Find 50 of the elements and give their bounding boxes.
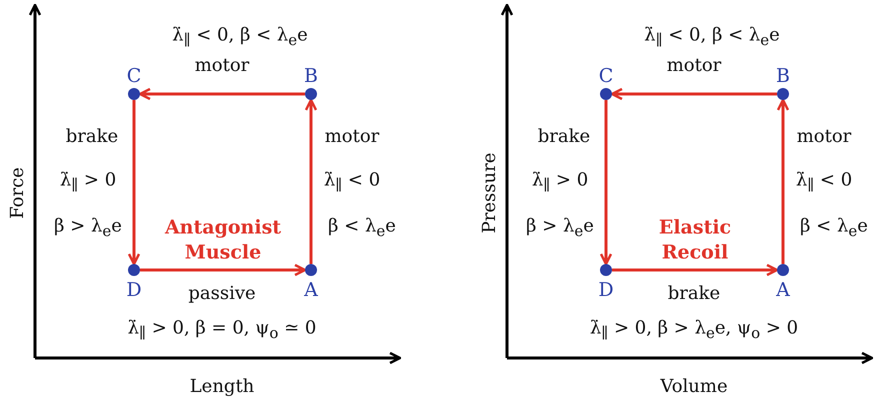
condition-formula: λ̇$_{∥}$ < 0, β < λ$_{e}$e xyxy=(172,25,308,49)
condition-formula: β > λ$_{e}$e xyxy=(526,216,594,240)
condition-formula: λ̇$_{∥}$ > 0 xyxy=(60,170,116,194)
edge-label: motor xyxy=(324,127,380,147)
point-dot xyxy=(600,88,612,100)
point-letter: C xyxy=(126,65,142,87)
point-dot xyxy=(128,88,140,100)
cycle-title: Antagonist Muscle xyxy=(164,215,282,265)
edge-label: brake xyxy=(66,127,118,147)
point-dot xyxy=(777,88,789,100)
arrow xyxy=(612,264,778,276)
condition-formula: λ̇$_{∥}$ > 0, β = 0, ψ$_{o}$ ≃ 0 xyxy=(128,318,316,342)
point-letter: B xyxy=(304,65,318,87)
arrow xyxy=(610,88,777,100)
condition-formula: λ̇$_{∥}$ < 0 xyxy=(796,170,852,194)
edge-label: brake xyxy=(668,284,720,304)
condition-formula: λ̇$_{∥}$ < 0 xyxy=(324,170,380,194)
point-dot xyxy=(777,264,789,276)
edge-label: motor xyxy=(666,56,722,76)
point-letter: A xyxy=(304,279,318,301)
point-letter: D xyxy=(598,279,614,301)
condition-formula: λ̇$_{∥}$ > 0 xyxy=(532,170,588,194)
point-letter: C xyxy=(598,65,614,87)
arrow xyxy=(776,98,790,264)
arrow xyxy=(600,100,612,266)
condition-formula: β < λ$_{e}$e xyxy=(328,216,396,240)
condition-formula: λ̇$_{∥}$ < 0, β < λ$_{e}$e xyxy=(644,25,780,49)
edge-label: motor xyxy=(796,127,852,147)
arrow xyxy=(304,98,318,264)
arrow xyxy=(140,264,306,276)
point-dot xyxy=(128,264,140,276)
point-letter: D xyxy=(126,279,142,301)
arrow xyxy=(128,100,140,266)
condition-formula: β > λ$_{e}$e xyxy=(54,216,122,240)
condition-formula: λ̇$_{∥}$ > 0, β > λ$_{e}$e, ψ$_{o}$ > 0 xyxy=(590,318,798,342)
axis-title: Length xyxy=(190,377,254,397)
point-dot xyxy=(600,264,612,276)
point-letter: B xyxy=(776,65,790,87)
condition-formula: β < λ$_{e}$e xyxy=(800,216,868,240)
edge-label: passive xyxy=(188,284,256,304)
cycle-title: Elastic Recoil xyxy=(658,215,732,265)
point-letter: A xyxy=(776,279,790,301)
arrow xyxy=(138,88,305,100)
edge-label: brake xyxy=(538,127,590,147)
axis-title: Force xyxy=(8,167,28,219)
axis-title: Pressure xyxy=(480,152,500,234)
point-dot xyxy=(305,88,317,100)
point-dot xyxy=(305,264,317,276)
axis-title: Volume xyxy=(660,377,728,397)
edge-label: motor xyxy=(194,56,250,76)
